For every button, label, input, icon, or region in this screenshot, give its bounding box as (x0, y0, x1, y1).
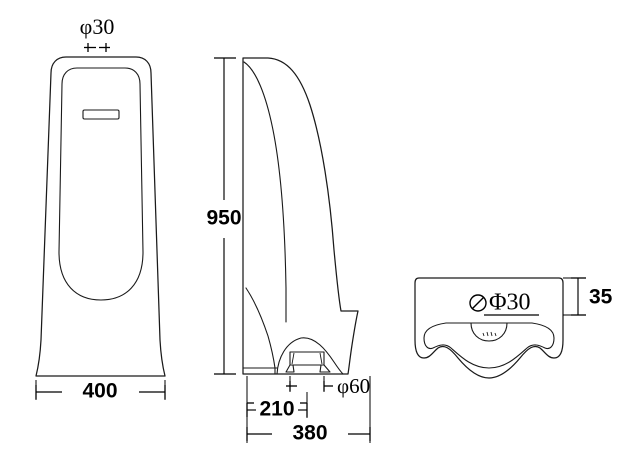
top-height-label: 35 (589, 286, 613, 309)
front-width-dimension (35, 380, 166, 400)
side-height-dimension (214, 57, 236, 375)
side-outlet-tickmarks (286, 376, 333, 392)
top-inlet-label: Φ30 (489, 290, 531, 316)
side-outlet-hatch-1 (291, 352, 295, 365)
top-bowl-rim-line (423, 322, 555, 369)
side-outlet-label: φ60 (337, 374, 370, 398)
side-elevation-view: 950 φ60 210 (206, 57, 371, 445)
front-sensor-slot (82, 109, 120, 120)
side-outlet-dome (276, 337, 344, 375)
top-drain-dome (470, 322, 508, 342)
side-outlet-hatch-2 (319, 352, 323, 365)
side-outlet-flange-left (285, 364, 295, 373)
diameter-symbol-icon (469, 294, 487, 312)
side-bowl-inner-line (243, 61, 287, 323)
top-body-outline (414, 277, 564, 379)
front-body-outline (35, 56, 166, 377)
front-inlet-tickmarks (84, 43, 110, 52)
side-body-outline (242, 57, 359, 375)
side-outlet-offset-label: 210 (259, 398, 294, 421)
front-width-label: 400 (82, 380, 117, 403)
front-bowl-recess (58, 67, 144, 301)
side-outlet-flange-right (319, 364, 331, 373)
top-drain-grate-marks (482, 331, 497, 337)
front-elevation-view: φ30 400 (35, 14, 166, 403)
side-outlet-collar (289, 351, 325, 366)
front-inlet-dimension-label: φ30 (80, 14, 115, 39)
side-height-label: 950 (206, 207, 241, 230)
top-plan-view: Φ30 35 (414, 277, 613, 379)
side-depth-label: 380 (292, 422, 327, 445)
side-depth-dimension (246, 376, 371, 443)
side-outlet-offset-dimension (246, 376, 308, 418)
side-base-flare-line (245, 287, 276, 375)
top-height-dimension (563, 277, 586, 316)
